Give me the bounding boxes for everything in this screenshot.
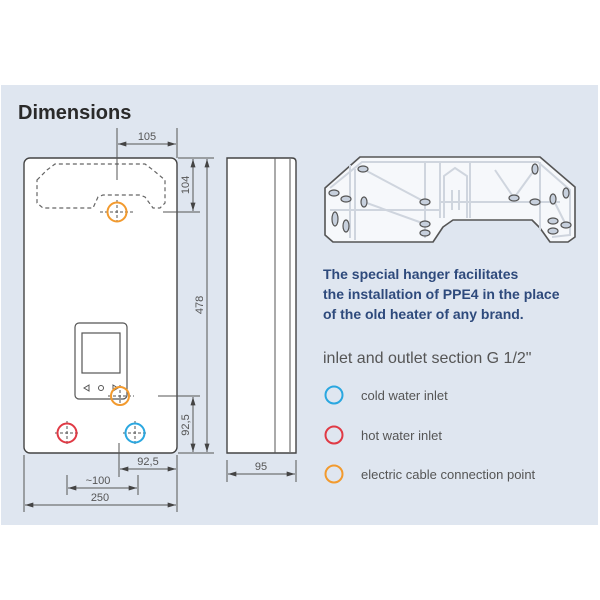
dim-92-5-horizontal: 92,5 <box>137 456 158 468</box>
section-heading: inlet and outlet section G 1/2" <box>323 350 531 367</box>
dim-105: 105 <box>138 131 156 143</box>
description-line-2: the installation of PPE4 in the place <box>323 286 560 302</box>
cable-legend-icon <box>324 464 344 484</box>
dim-104: 104 <box>180 176 192 194</box>
description-line-3: of the old heater of any brand. <box>323 306 524 322</box>
legend: cold water inlet hot water inlet electri… <box>324 385 536 484</box>
ok-button-icon <box>98 385 104 391</box>
dim-478: 478 <box>194 296 206 314</box>
hanger-description: The special hanger facilitates the insta… <box>323 266 560 322</box>
dim-95: 95 <box>255 461 267 473</box>
control-panel <box>74 322 128 400</box>
dimension-lines: 105 104 478 92,5 92,5 ~100 250 95 <box>23 128 297 512</box>
heater-side-view <box>226 157 297 454</box>
hot-water-inlet-marker <box>56 422 78 444</box>
cable-connection-top-marker <box>106 201 128 223</box>
hanger-outline-dashed <box>36 163 166 209</box>
legend-cold-water: cold water inlet <box>361 388 448 403</box>
cold-water-legend-icon <box>324 385 344 405</box>
cold-water-inlet-marker <box>124 422 146 444</box>
dim-92-5-vertical: 92,5 <box>180 414 192 435</box>
heater-front-view <box>23 128 178 454</box>
left-button-icon <box>83 384 90 392</box>
dim-250: 250 <box>91 492 109 504</box>
cable-connection-bottom-marker <box>110 386 130 406</box>
hot-water-legend-icon <box>324 425 344 445</box>
legend-hot-water: hot water inlet <box>361 428 442 443</box>
display-screen <box>81 332 121 374</box>
legend-cable-connection: electric cable connection point <box>361 467 536 482</box>
dim-100: ~100 <box>86 475 111 487</box>
page-title: Dimensions <box>18 102 131 124</box>
right-button-icon <box>112 384 119 392</box>
hanger-plate <box>324 156 576 243</box>
description-line-1: The special hanger facilitates <box>323 266 519 282</box>
